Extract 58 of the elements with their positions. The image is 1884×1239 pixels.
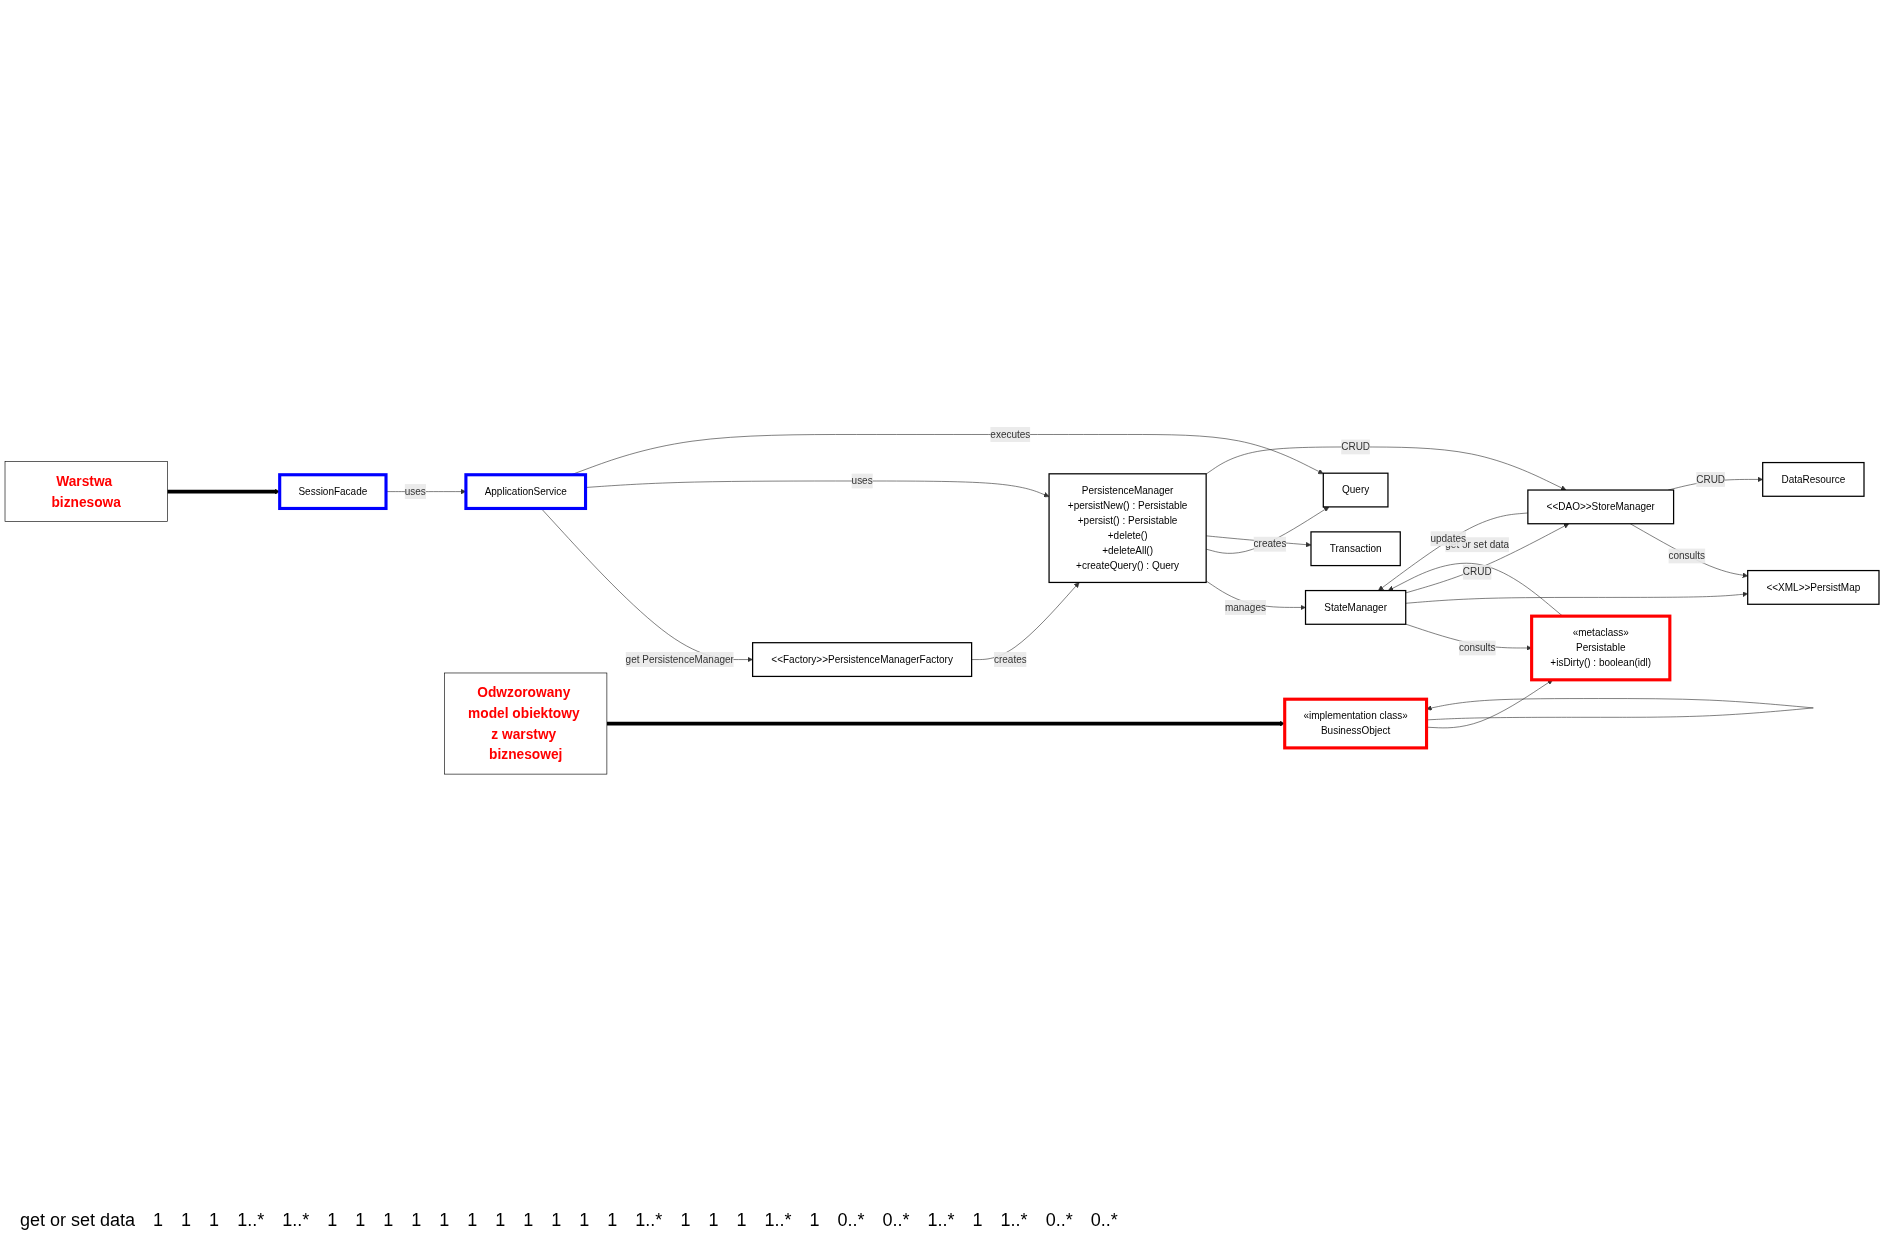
multiplicity-label: 0..* (882, 1210, 910, 1231)
multiplicity-label: 1 (327, 1210, 338, 1231)
multiplicity-label: 1 (579, 1210, 590, 1231)
multiplicity-label: 1..* (927, 1210, 955, 1231)
multiplicity-label: 1..* (764, 1210, 792, 1231)
multiplicity-label: 1 (809, 1210, 820, 1231)
edge-label: get PersistenceManager (625, 654, 734, 665)
multiplicity-label: 1 (411, 1210, 422, 1231)
multiplicity-label: 0..* (837, 1210, 865, 1231)
node-box: <<DAO>>StoreManager (1527, 489, 1675, 525)
node-box: PersistenceManager +persistNew() : Persistable +persist() : Persistable +delete() +deleteAll() +createQuery() : Query (1048, 473, 1207, 584)
multiplicity-label: 1 (680, 1210, 691, 1231)
multiplicity-label: 1 (383, 1210, 394, 1231)
edge-label: CRUD (1341, 441, 1371, 453)
multiplicity-label: 1 (708, 1210, 719, 1231)
edge-label: creates (993, 654, 1027, 665)
multiplicity-label: 1 (523, 1210, 534, 1231)
node-box: Odwzorowany model obiektowy z warstwy biznesowej (444, 673, 608, 775)
multiplicity-label: 1 (355, 1210, 366, 1231)
edge-label: uses (404, 486, 426, 498)
arrow (167, 489, 280, 495)
node-box: Query (1322, 473, 1389, 508)
multiplicity-label: 1 (972, 1210, 983, 1231)
edge-label: manages (1224, 602, 1266, 613)
multiplicity-label: 1 (153, 1210, 164, 1231)
edge-label: creates (1253, 538, 1287, 550)
node-box: <<XML>>PersistMap (1747, 570, 1880, 606)
node-box: Warstwa biznesowa (4, 461, 168, 523)
multiplicity-label: 1 (467, 1210, 478, 1231)
edge-label: executes (990, 429, 1031, 440)
multiplicity-label: 1 (439, 1210, 450, 1231)
edge-label: consults (1668, 550, 1706, 562)
multiplicity-label: 1 (736, 1210, 747, 1231)
edge-label: CRUD (1696, 474, 1726, 485)
multiplicity-label: 1 (551, 1210, 562, 1231)
node-box: DataResource (1762, 462, 1865, 498)
multiplicity-label: 1..* (282, 1210, 310, 1231)
node-box: ApplicationService (464, 473, 588, 511)
multiplicity-label: 1..* (1000, 1210, 1028, 1231)
edge-label: consults (1458, 642, 1496, 654)
multiplicity-label: 1..* (635, 1210, 663, 1231)
edge-label: CRUD (1462, 566, 1492, 578)
node-box: «metaclass» Persistable +isDirty() : boolean(idl) (1530, 615, 1672, 682)
arrow (606, 721, 1285, 727)
multiplicity-label: 1 (209, 1210, 220, 1231)
node-box: <<Factory>>PersistenceManagerFactory (752, 642, 973, 678)
multiplicity-label: 1..* (237, 1210, 265, 1231)
multiplicity-label: 0..* (1045, 1210, 1073, 1231)
multiplicity-label: 1 (607, 1210, 618, 1231)
edge-label: uses (851, 475, 873, 487)
multiplicity-label: 0..* (1090, 1210, 1118, 1231)
node-box: Transaction (1310, 531, 1401, 567)
note-text: get or set data (20, 1210, 136, 1231)
node-box: StateManager (1304, 590, 1407, 626)
multiplicity-label: 1 (181, 1210, 192, 1231)
node-box: «implementation class» BusinessObject (1283, 698, 1429, 750)
multiplicity-label: 1 (495, 1210, 506, 1231)
node-box: SessionFacade (278, 473, 388, 511)
